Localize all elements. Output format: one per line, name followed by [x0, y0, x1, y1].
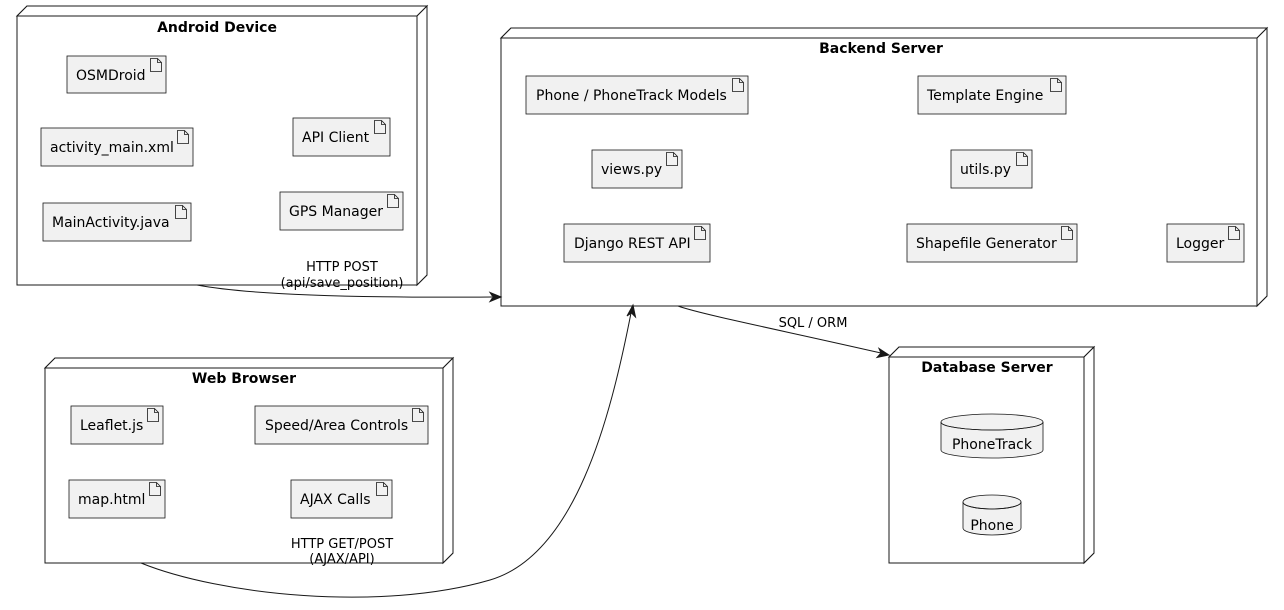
artifact-label: OSMDroid: [76, 68, 146, 84]
artifact-map-html: map.html: [68, 479, 166, 519]
artifact-utils: utils.py: [950, 149, 1033, 189]
artifact-label: Shapefile Generator: [916, 236, 1057, 252]
artifact-label: Django REST API: [574, 236, 691, 252]
edge-label: SQL / ORM: [779, 316, 848, 331]
artifact-speed-area-controls: Speed/Area Controls: [254, 405, 429, 445]
artifact-gps-manager: GPS Manager: [279, 191, 404, 231]
artifact-models: Phone / PhoneTrack Models: [525, 75, 749, 115]
artifact-label: Leaflet.js: [80, 418, 143, 434]
edge-android-to-backend: HTTP POST (api/save_position): [196, 260, 503, 303]
artifact-ajax-calls: AJAX Calls: [290, 479, 393, 519]
node-android-device: Android Device OSMDroid activity_main.xm…: [15, 4, 429, 287]
edge-backend-to-database: SQL / ORM: [677, 305, 891, 359]
artifact-template-engine: Template Engine: [917, 75, 1067, 115]
database-phonetrack: PhoneTrack: [940, 413, 1044, 459]
database-label: PhoneTrack: [952, 437, 1033, 453]
artifact-label: Speed/Area Controls: [265, 418, 408, 434]
artifact-leaflet: Leaflet.js: [70, 405, 164, 445]
artifact-activity-main: activity_main.xml: [40, 127, 194, 167]
artifact-label: MainActivity.java: [52, 215, 170, 231]
edge-web-to-backend: HTTP GET/POST (AJAX/API): [140, 303, 637, 598]
artifact-label: views.py: [601, 162, 662, 178]
artifact-label: Template Engine: [926, 88, 1043, 104]
artifact-label: Phone / PhoneTrack Models: [536, 88, 727, 104]
artifact-rest-api: Django REST API: [563, 223, 711, 263]
database-label: Phone: [970, 518, 1013, 534]
edge-label: HTTP GET/POST: [291, 537, 393, 552]
artifact-views: views.py: [591, 149, 683, 189]
edge-label: (api/save_position): [281, 276, 404, 291]
artifact-logger: Logger: [1166, 223, 1245, 263]
database-phone: Phone: [962, 494, 1022, 536]
node-database-server: Database Server PhoneTrack Phone: [887, 345, 1096, 565]
artifact-mainactivity: MainActivity.java: [42, 202, 192, 242]
artifact-label: GPS Manager: [289, 204, 383, 220]
node-title-android: Android Device: [157, 20, 277, 36]
artifact-shapefile-generator: Shapefile Generator: [906, 223, 1078, 263]
artifact-label: map.html: [78, 492, 145, 508]
node-backend-server: Backend Server Phone / PhoneTrack Models…: [499, 26, 1269, 308]
artifact-label: Logger: [1176, 236, 1225, 252]
edge-label: HTTP POST: [306, 260, 378, 275]
node-title-database: Database Server: [921, 360, 1052, 376]
artifact-api-client: API Client: [292, 117, 391, 157]
edge-label: (AJAX/API): [309, 552, 374, 567]
artifact-label: utils.py: [960, 162, 1011, 178]
node-title-backend: Backend Server: [819, 41, 943, 57]
artifact-label: activity_main.xml: [50, 140, 174, 156]
artifact-label: AJAX Calls: [300, 492, 371, 508]
artifact-label: API Client: [302, 130, 370, 146]
node-web-browser: Web Browser Leaflet.js Speed/Area Contro…: [43, 356, 455, 565]
artifact-osmdroid: OSMDroid: [66, 55, 167, 94]
node-title-web: Web Browser: [192, 371, 296, 387]
